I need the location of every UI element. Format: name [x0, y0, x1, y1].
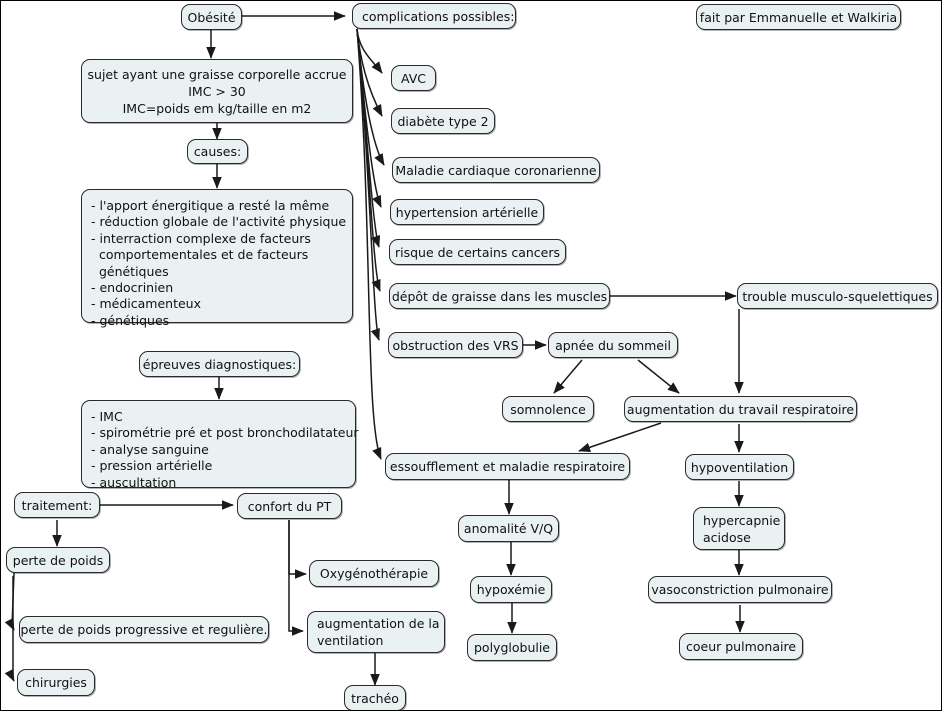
node-polyglobulie[interactable]: polyglobulie: [467, 634, 557, 661]
edge-pertepoids-chirurgies: [4, 576, 15, 682]
node-coeur-pulmonaire[interactable]: coeur pulmonaire: [679, 633, 803, 660]
node-definition[interactable]: sujet ayant une graisse corporelle accru…: [81, 59, 353, 123]
edge-complications-hypertension: [356, 28, 382, 208]
edge-complications-depot: [356, 28, 381, 292]
node-diabete[interactable]: diabète type 2: [391, 108, 495, 134]
edge-complications-obstruction: [356, 28, 380, 341]
node-hypertension[interactable]: hypertension artérielle: [390, 199, 544, 225]
edge-complications-diabete: [356, 28, 383, 117]
node-depot-graisse[interactable]: dépôt de graisse dans les muscles: [389, 283, 610, 309]
edge-confort-oxygeno: [288, 520, 307, 579]
edge-apnee-augmentation: [637, 359, 680, 394]
node-confort-pt[interactable]: confort du PT: [237, 493, 342, 519]
node-augmentation-ventilation[interactable]: augmentation de la ventilation: [307, 611, 445, 653]
node-causes-header[interactable]: causes:: [187, 139, 248, 164]
node-vasoconstriction[interactable]: vasoconstriction pulmonaire: [648, 576, 832, 603]
edge-complications-essoufflement: [356, 28, 382, 460]
node-maladie-cardiaque[interactable]: Maladie cardiaque coronarienne: [392, 157, 600, 183]
edge-augmentation-essoufflement: [578, 422, 662, 452]
node-essoufflement[interactable]: essoufflement et maladie respiratoire: [385, 453, 630, 480]
node-obesite[interactable]: Obésité: [181, 4, 242, 30]
node-epreuves-header[interactable]: épreuves diagnostiques:: [139, 351, 300, 377]
node-causes-list[interactable]: - l'apport énergitique a resté la même -…: [81, 189, 353, 328]
node-epreuves-list[interactable]: - IMC - spirométrie pré et post bronchod…: [81, 400, 359, 490]
node-oxygenotherapie[interactable]: Oxygénothérapie: [309, 560, 439, 587]
edge-complications-maladie: [356, 28, 385, 166]
edge-complications-avc: [356, 28, 383, 74]
node-traitement-header[interactable]: traitement:: [14, 492, 100, 518]
edge-pertepoids-progressive: [4, 572, 15, 631]
node-augmentation-travail[interactable]: augmentation du travail respiratoire: [624, 396, 857, 422]
node-credit: fait par Emmanuelle et Walkiria: [696, 4, 901, 30]
node-somnolence[interactable]: somnolence: [502, 396, 594, 422]
node-trouble-musculo[interactable]: trouble musculo-squelettiques: [737, 283, 938, 309]
node-apnee[interactable]: apnée du sommeil: [548, 332, 678, 358]
node-hypoventilation[interactable]: hypoventilation: [685, 454, 794, 480]
node-tracheo[interactable]: trachéo: [344, 685, 406, 710]
node-hypoxemie[interactable]: hypoxémie: [470, 576, 552, 603]
node-anomalite-vq[interactable]: anomalité V/Q: [458, 515, 559, 542]
node-chirurgies[interactable]: chirurgies: [17, 669, 95, 696]
node-hypercapnie[interactable]: hypercapnie acidose: [693, 507, 785, 550]
node-cancers[interactable]: risque de certains cancers: [389, 239, 566, 265]
node-obstruction-vrs[interactable]: obstruction des VRS: [388, 332, 523, 358]
edge-apnee-somnolence: [553, 359, 583, 394]
node-avc[interactable]: AVC: [391, 65, 436, 91]
node-perte-poids-progressive[interactable]: perte de poids progressive et regulière.: [19, 616, 269, 643]
edge-confort-ventilation: [288, 520, 304, 636]
node-complications-header[interactable]: complications possibles:: [352, 3, 516, 29]
edge-complications-cancers: [356, 28, 381, 248]
node-perte-poids[interactable]: perte de poids: [6, 547, 110, 573]
